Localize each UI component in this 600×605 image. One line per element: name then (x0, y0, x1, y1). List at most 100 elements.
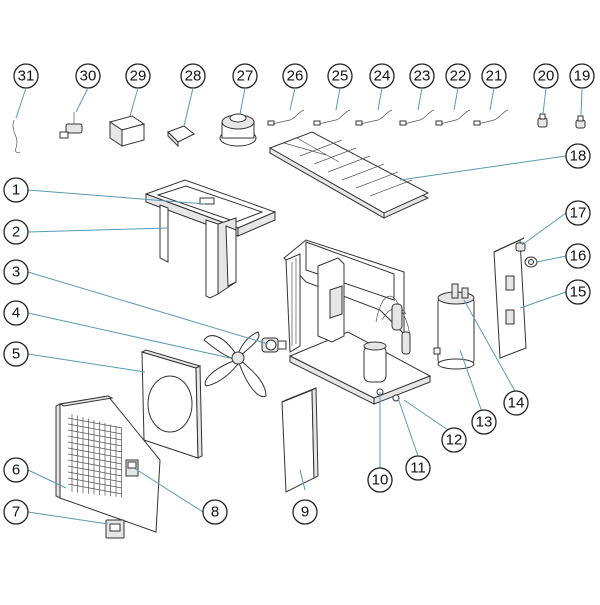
leader-8 (133, 467, 204, 513)
part-24-sensor (355, 109, 393, 126)
leader-24 (377, 87, 383, 111)
part-30-valve (59, 112, 83, 139)
part-31-pipe (12, 119, 21, 154)
callout-12: 12 (441, 427, 467, 453)
svg-text:19: 19 (574, 68, 591, 85)
grille-line (67, 423, 123, 435)
callout-8: 8 (202, 499, 228, 525)
part-5-fan-panel (140, 349, 203, 459)
svg-text:3: 3 (12, 264, 20, 281)
part-6-front-panel (55, 395, 161, 533)
callout-21: 21 (481, 63, 507, 89)
part-26-sensor (267, 109, 305, 126)
svg-text:15: 15 (570, 284, 587, 301)
svg-text:24: 24 (374, 68, 391, 85)
leader-25 (335, 87, 341, 111)
leader-21 (489, 87, 495, 111)
callout-3: 3 (3, 259, 29, 285)
svg-text:1: 1 (12, 182, 20, 199)
svg-text:28: 28 (185, 68, 202, 85)
svg-text:16: 16 (570, 248, 587, 265)
callout-16: 16 (565, 243, 591, 269)
svg-text:14: 14 (508, 395, 525, 412)
svg-text:10: 10 (372, 472, 389, 489)
leader-4 (27, 312, 231, 359)
leader-26 (289, 87, 296, 111)
part-18-top-cover (268, 131, 430, 219)
leader-18 (399, 155, 567, 181)
callout-9: 9 (292, 499, 318, 525)
callout-23: 23 (409, 63, 435, 89)
leader-22 (453, 87, 459, 111)
leader-2 (27, 227, 169, 233)
grille-line (67, 441, 123, 453)
callout-14: 14 (503, 390, 529, 416)
svg-text:8: 8 (211, 504, 219, 521)
callout-11: 11 (405, 455, 431, 481)
grille-line (67, 429, 123, 441)
callout-2: 2 (3, 219, 29, 245)
callout-18: 18 (565, 143, 591, 169)
grille-line (67, 471, 123, 483)
svg-text:12: 12 (446, 432, 463, 449)
callout-25: 25 (327, 63, 353, 89)
part-9-side-panel (281, 387, 319, 493)
leader-14 (463, 299, 517, 394)
callout-24: 24 (369, 63, 395, 89)
callout-5: 5 (3, 341, 29, 367)
callout-19: 19 (569, 63, 595, 89)
grille-line (67, 477, 123, 489)
grille-line (67, 465, 123, 477)
svg-text:11: 11 (410, 460, 426, 477)
part-3-fan-motor (261, 337, 287, 353)
svg-text:5: 5 (12, 346, 20, 363)
callout-6: 6 (3, 457, 29, 483)
svg-text:30: 30 (80, 68, 97, 85)
svg-text:13: 13 (476, 414, 493, 431)
svg-text:20: 20 (538, 68, 555, 85)
leader-31 (15, 87, 27, 119)
callout-27: 27 (232, 63, 258, 89)
part-16-fitting (524, 256, 538, 268)
svg-text:6: 6 (12, 462, 20, 479)
leader-19 (580, 87, 583, 117)
svg-text:7: 7 (12, 504, 20, 521)
callout-15: 15 (565, 279, 591, 305)
leader-28 (183, 87, 194, 127)
part-29-capacitor (108, 115, 146, 147)
svg-text:26: 26 (287, 68, 304, 85)
part-28-bracket (167, 125, 195, 148)
svg-text:31: 31 (18, 68, 35, 85)
grille-line (67, 483, 123, 495)
callout-20: 20 (533, 63, 559, 89)
leader-5 (27, 353, 146, 373)
svg-text:17: 17 (570, 205, 587, 222)
leader-11 (397, 397, 419, 457)
leader-17 (521, 212, 567, 246)
callout-28: 28 (180, 63, 206, 89)
leader-6 (27, 469, 67, 489)
svg-text:27: 27 (237, 68, 254, 85)
part-base-chassis (283, 239, 432, 405)
part-2-side-support (159, 204, 237, 299)
svg-text:21: 21 (486, 68, 503, 85)
leader-30 (75, 87, 89, 113)
grille-line (67, 417, 123, 429)
callout-7: 7 (3, 499, 29, 525)
part-13-heat-exchanger (433, 283, 475, 370)
leader-23 (417, 87, 423, 111)
callout-31: 31 (13, 63, 39, 89)
callout-4: 4 (3, 300, 29, 326)
leader-27 (239, 87, 246, 115)
svg-text:9: 9 (301, 504, 309, 521)
part-22-sensor (435, 109, 471, 126)
grille-line (67, 453, 123, 465)
part-20-fitting (537, 113, 548, 128)
callout-10: 10 (367, 467, 393, 493)
part-27-grommet (219, 113, 257, 147)
part-25-sensor (313, 109, 351, 126)
leader-13 (459, 349, 483, 413)
grille-line (67, 435, 123, 447)
part-7-controller (105, 519, 125, 539)
